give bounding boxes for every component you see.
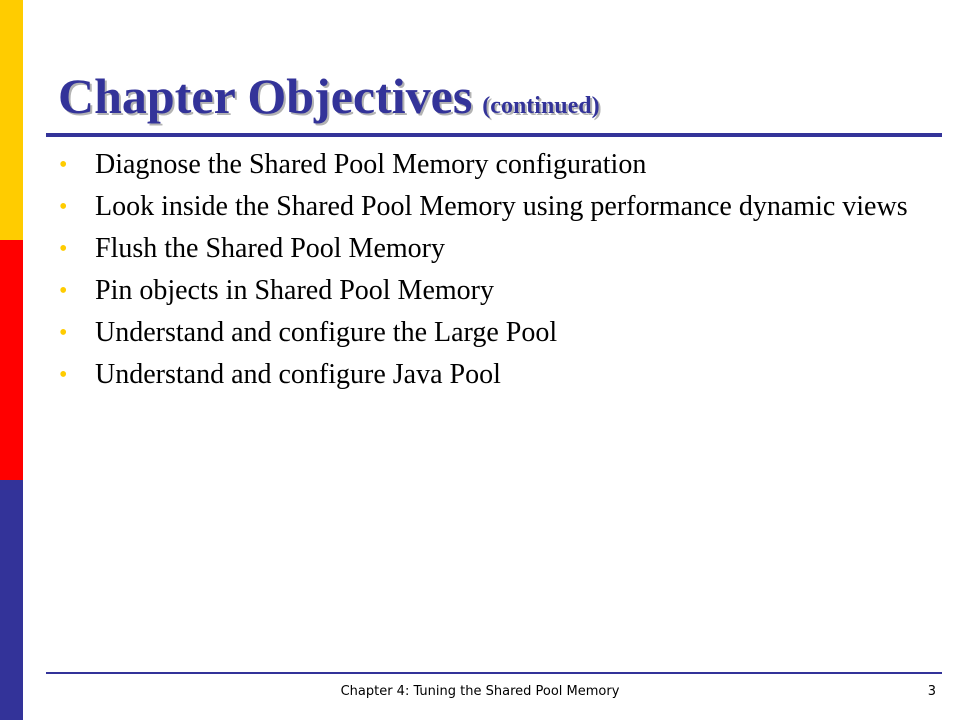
side-bar-yellow: [0, 0, 23, 240]
list-item: • Diagnose the Shared Pool Memory config…: [58, 148, 918, 182]
bullet-text: Pin objects in Shared Pool Memory: [95, 275, 494, 306]
list-item: • Understand and configure Java Pool: [58, 358, 918, 392]
bullet-marker: •: [59, 278, 68, 304]
bullet-marker: •: [59, 362, 68, 388]
title-divider: [46, 133, 942, 137]
page-number: 3: [927, 684, 936, 699]
side-bar-red: [0, 240, 23, 480]
bullet-text: Flush the Shared Pool Memory: [95, 233, 445, 264]
footer-divider: [46, 672, 942, 674]
footer-chapter-title: Chapter 4: Tuning the Shared Pool Memory: [340, 684, 620, 699]
list-item: • Flush the Shared Pool Memory: [58, 232, 918, 266]
list-item: • Pin objects in Shared Pool Memory: [58, 274, 918, 308]
list-item: • Understand and configure the Large Poo…: [58, 316, 918, 350]
bullet-marker: •: [59, 236, 68, 262]
bullet-text: Understand and configure the Large Pool: [95, 317, 558, 348]
slide-title-text: Chapter Objectives: [58, 68, 473, 124]
objectives-list: • Diagnose the Shared Pool Memory config…: [58, 148, 918, 400]
bullet-marker: •: [59, 320, 68, 346]
side-bar-blue: [0, 480, 23, 720]
list-item: • Look inside the Shared Pool Memory usi…: [58, 190, 918, 224]
slide-title: Chapter Objectives (continued): [58, 64, 600, 138]
bullet-marker: •: [59, 152, 68, 178]
bullet-text: Look inside the Shared Pool Memory using…: [95, 191, 908, 222]
bullet-marker: •: [59, 194, 68, 220]
bullet-text: Diagnose the Shared Pool Memory configur…: [95, 149, 647, 180]
bullet-text: Understand and configure Java Pool: [95, 359, 501, 390]
slide-subtitle: (continued): [482, 93, 600, 119]
